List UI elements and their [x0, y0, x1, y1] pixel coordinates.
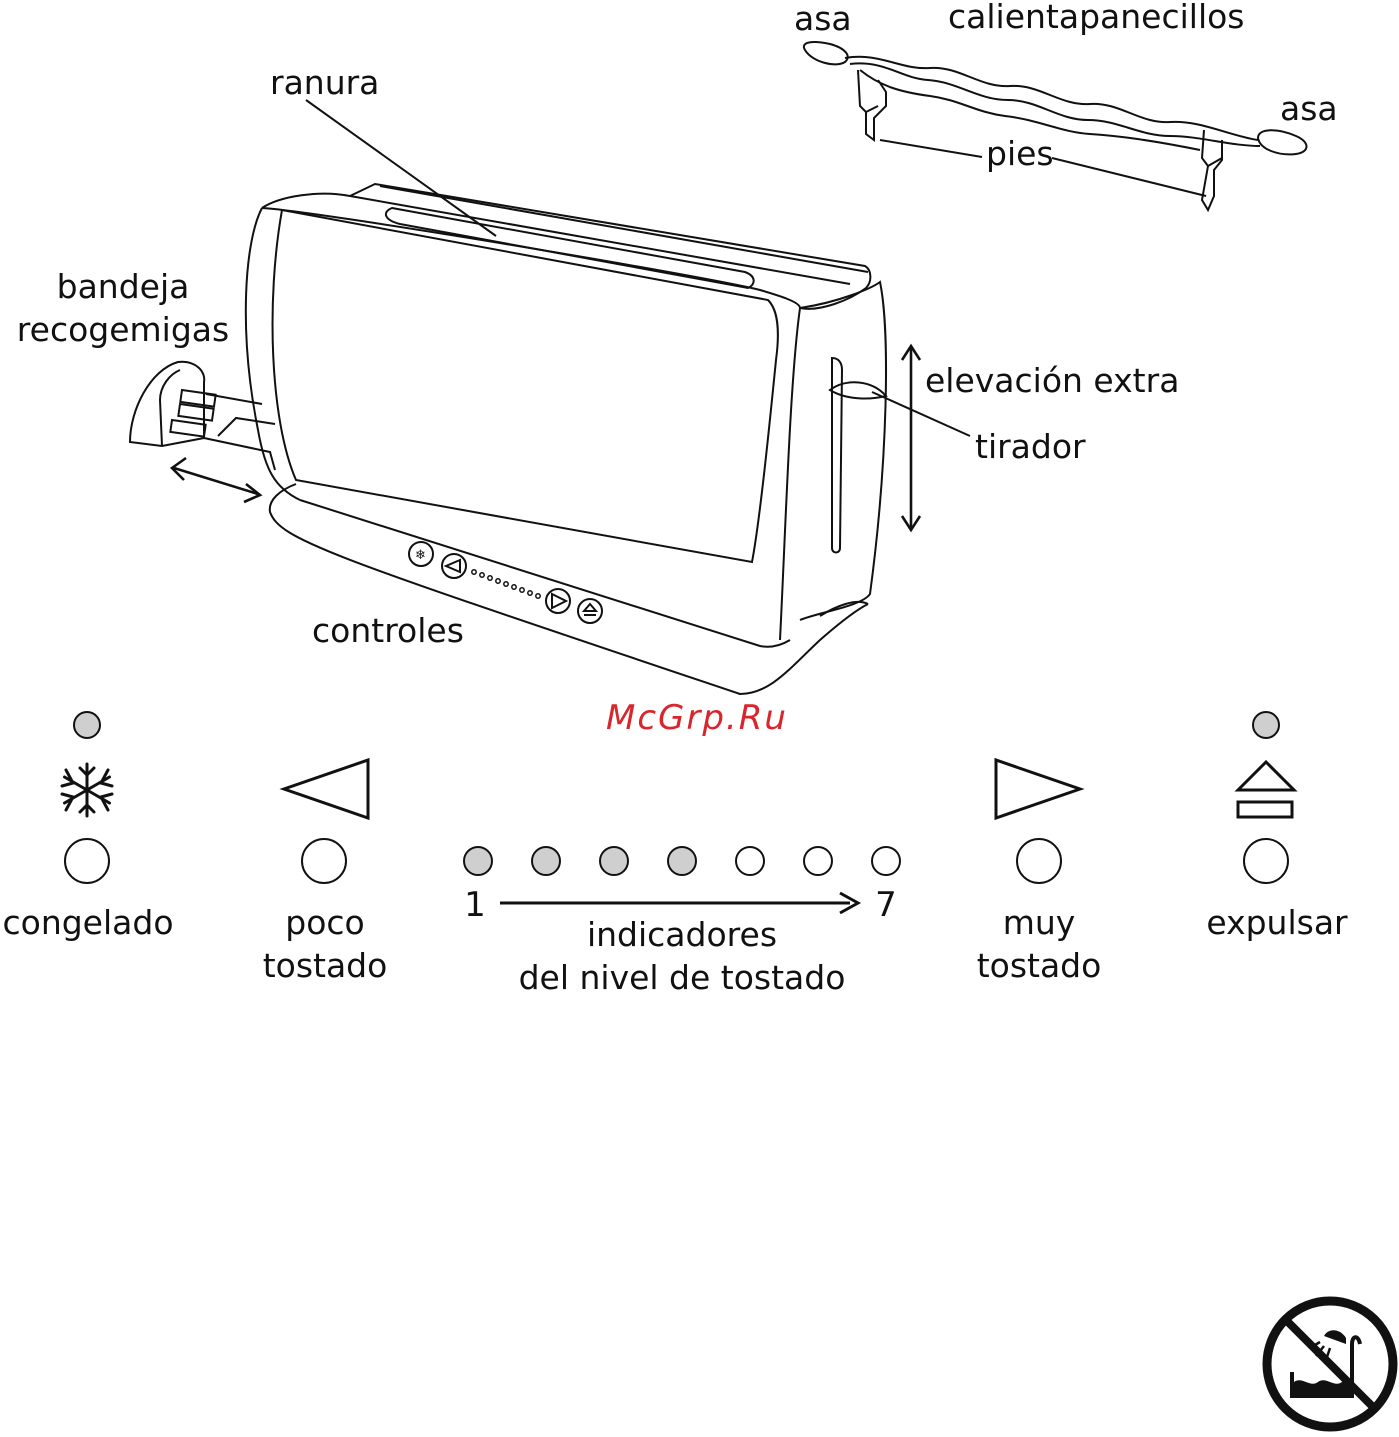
label-ranura: ranura [270, 63, 379, 102]
watermark: McGrp.Ru [606, 698, 788, 738]
label-congelado: congelado [2, 903, 173, 942]
expulsar-led [1253, 712, 1279, 738]
label-level-start: 1 [464, 885, 486, 925]
label-controles: controles [312, 611, 464, 650]
snowflake-icon [62, 764, 112, 816]
poco-tostado-button[interactable] [302, 839, 346, 883]
label-nivel-tostado: del nivel de tostado [519, 958, 846, 997]
label-recogemigas: recogemigas [17, 310, 229, 349]
label-calientapanecillos: calientapanecillos [948, 0, 1245, 36]
eject-icon [1238, 762, 1294, 817]
label-indicadores: indicadores [587, 915, 777, 954]
pies-leader-right [1052, 158, 1206, 196]
label-elevacion-extra: elevación extra [925, 361, 1179, 400]
expulsar-button[interactable] [1244, 839, 1288, 883]
congelado-led [74, 712, 100, 738]
level-indicator-led [872, 847, 900, 875]
level-indicator-led [804, 847, 832, 875]
label-muy-tostado: tostado [977, 946, 1102, 985]
congelado-button[interactable] [65, 839, 109, 883]
ranura-leader [306, 100, 496, 236]
label-asa-right: asa [1280, 89, 1338, 128]
label-level-end: 7 [875, 885, 897, 925]
pies-leader-left [880, 140, 982, 157]
label-bandeja: bandeja [57, 267, 190, 306]
label-expulsar: expulsar [1206, 903, 1348, 942]
triangle-left-icon [284, 760, 368, 818]
bun-warmer-drawing [804, 42, 1307, 210]
label-poco: poco [285, 903, 364, 942]
level-indicator-led [464, 847, 492, 875]
toast-level-indicators [464, 847, 900, 875]
label-asa-left: asa [794, 0, 852, 38]
level-indicator-led [668, 847, 696, 875]
muy-tostado-button[interactable] [1017, 839, 1061, 883]
no-water-immersion-icon [1267, 1301, 1393, 1427]
label-poco-tostado: tostado [263, 946, 388, 985]
label-muy: muy [1003, 903, 1076, 942]
toaster-drawing: ❄ [130, 100, 970, 694]
label-pies: pies [986, 134, 1054, 173]
label-tirador: tirador [975, 427, 1086, 466]
svg-text:❄: ❄ [415, 548, 426, 563]
level-indicator-led [532, 847, 560, 875]
level-indicator-led [600, 847, 628, 875]
triangle-right-icon [996, 760, 1080, 818]
level-indicator-led [736, 847, 764, 875]
